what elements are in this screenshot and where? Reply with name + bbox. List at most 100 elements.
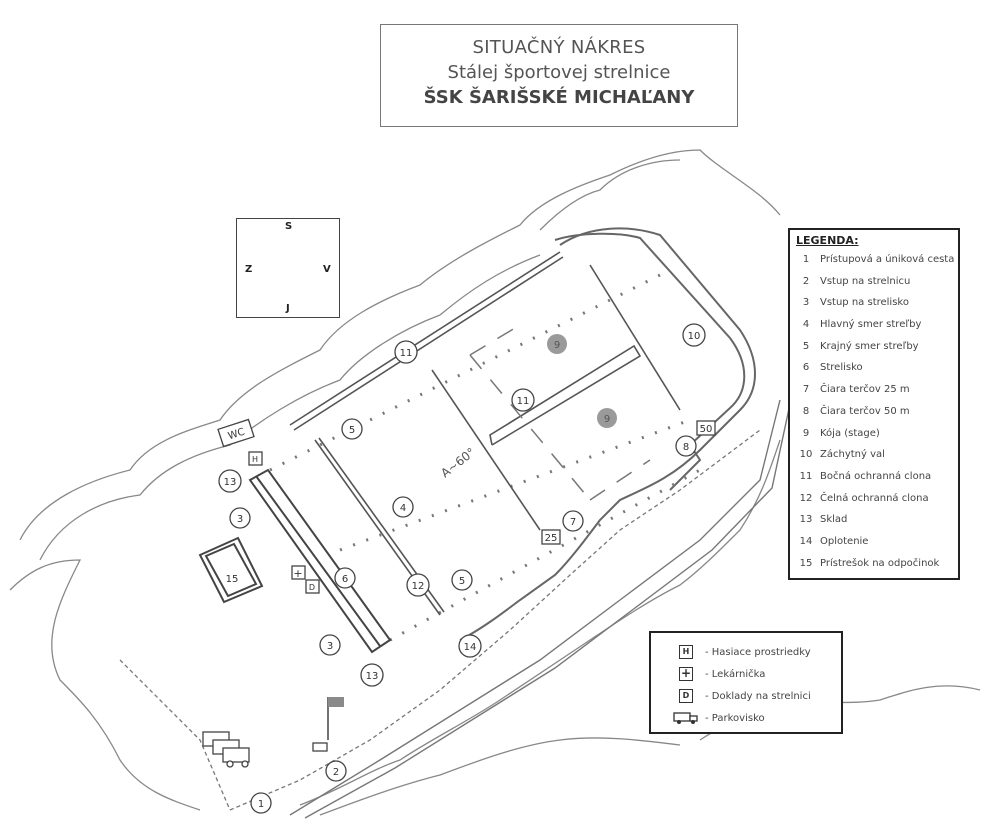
symbol-row: D - Doklady na strelnici bbox=[657, 685, 835, 707]
marker-10: 10 bbox=[682, 323, 706, 347]
marker-4: 4 bbox=[392, 496, 414, 518]
svg-text:10: 10 bbox=[688, 331, 701, 342]
symbol-label: - Hasiace prostriedky bbox=[705, 646, 811, 658]
legend-heading: LEGENDA: bbox=[796, 234, 859, 247]
marker-14: 14 bbox=[458, 634, 482, 658]
wc-label-box: WC bbox=[217, 418, 255, 448]
marker-7: 7 bbox=[562, 510, 584, 532]
svg-text:2: 2 bbox=[333, 767, 339, 778]
flag bbox=[327, 697, 344, 740]
svg-text:15: 15 bbox=[226, 574, 239, 585]
storage-box: H bbox=[248, 451, 263, 466]
compass-south: J bbox=[286, 303, 290, 314]
svg-text:4: 4 bbox=[400, 503, 406, 514]
svg-text:H: H bbox=[252, 455, 258, 464]
symbol-label: - Lekárnička bbox=[705, 668, 766, 680]
first-aid-icon: + bbox=[679, 666, 693, 681]
marker-13b: 13 bbox=[360, 663, 384, 687]
svg-text:8: 8 bbox=[683, 442, 689, 453]
svg-text:5: 5 bbox=[349, 425, 355, 436]
map-markers: 1 2 3 3 4 5 5 6 7 8 9 9 10 11 11 12 13 1… bbox=[218, 323, 706, 814]
parking-trucks bbox=[202, 731, 250, 768]
marker-8: 8 bbox=[675, 435, 697, 457]
symbol-label: - Doklady na strelnici bbox=[705, 690, 811, 702]
marker-3a: 3 bbox=[229, 507, 251, 529]
svg-text:9: 9 bbox=[554, 340, 560, 351]
marker-5b: 5 bbox=[451, 569, 473, 591]
side-screen-inner bbox=[489, 344, 642, 446]
access-road bbox=[289, 399, 791, 819]
compass-west: Z bbox=[245, 264, 253, 275]
symbol-row: H - Hasiace prostriedky bbox=[657, 641, 835, 663]
firing-line bbox=[248, 468, 392, 654]
symbol-row: + - Lekárnička bbox=[657, 663, 835, 685]
marker-6: 6 bbox=[334, 567, 356, 589]
marker-5a: 5 bbox=[341, 418, 363, 440]
marker-12: 12 bbox=[406, 573, 430, 597]
documents-icon: D bbox=[679, 689, 693, 703]
svg-text:13: 13 bbox=[224, 477, 237, 488]
marker-3b: 3 bbox=[319, 634, 341, 656]
parking-truck-icon bbox=[673, 712, 698, 724]
target-lines bbox=[469, 324, 651, 501]
shelter bbox=[198, 536, 264, 604]
marker-1: 1 bbox=[250, 792, 272, 814]
distance-25-box: 25 bbox=[541, 529, 561, 545]
marker-13a: 13 bbox=[218, 469, 242, 493]
compass-north: S bbox=[285, 221, 293, 232]
svg-text:3: 3 bbox=[237, 514, 243, 525]
svg-text:9: 9 bbox=[604, 414, 610, 425]
svg-text:1: 1 bbox=[258, 799, 264, 810]
angle-label: A~60° bbox=[438, 445, 478, 480]
svg-text:11: 11 bbox=[517, 396, 530, 407]
entrance-gate bbox=[312, 742, 328, 752]
compass: S J Z V bbox=[236, 218, 340, 318]
marker-9a: 9 bbox=[554, 340, 560, 351]
marker-11b: 11 bbox=[511, 388, 535, 412]
svg-text:25: 25 bbox=[545, 533, 558, 544]
marker-15: 15 bbox=[226, 574, 239, 585]
distance-50-box: 50 bbox=[696, 420, 716, 436]
marker-2: 2 bbox=[325, 760, 347, 782]
vegetation-north bbox=[9, 149, 781, 811]
svg-text:14: 14 bbox=[464, 642, 477, 653]
title-line-1: SITUAČNÝ NÁKRES bbox=[472, 37, 646, 58]
symbol-legend: H - Hasiace prostriedky + - Lekárnička D… bbox=[649, 631, 843, 734]
svg-text:6: 6 bbox=[342, 574, 348, 585]
marker-9b: 9 bbox=[604, 414, 610, 425]
compass-east: V bbox=[323, 264, 331, 275]
symbol-label: - Parkovisko bbox=[705, 712, 765, 724]
title-line-3: ŠSK ŠARIŠSKÉ MICHAĽANY bbox=[423, 87, 695, 108]
aid-box: + bbox=[291, 565, 306, 580]
svg-text:7: 7 bbox=[570, 517, 576, 528]
marker-11a: 11 bbox=[394, 340, 418, 364]
doc-box: D bbox=[305, 579, 320, 594]
stage-markers bbox=[547, 334, 617, 428]
title-line-2: Stálej športovej strelnice bbox=[447, 62, 671, 83]
svg-text:+: + bbox=[293, 567, 302, 580]
side-screen-north bbox=[289, 251, 564, 431]
front-screens bbox=[314, 264, 681, 616]
svg-text:3: 3 bbox=[327, 641, 333, 652]
title-block: SITUAČNÝ NÁKRES Stálej športovej strelni… bbox=[380, 24, 738, 127]
fire-extinguisher-icon: H bbox=[679, 645, 693, 659]
svg-text:WC: WC bbox=[227, 427, 246, 443]
svg-text:D: D bbox=[309, 583, 315, 592]
perimeter-fence bbox=[119, 429, 761, 811]
